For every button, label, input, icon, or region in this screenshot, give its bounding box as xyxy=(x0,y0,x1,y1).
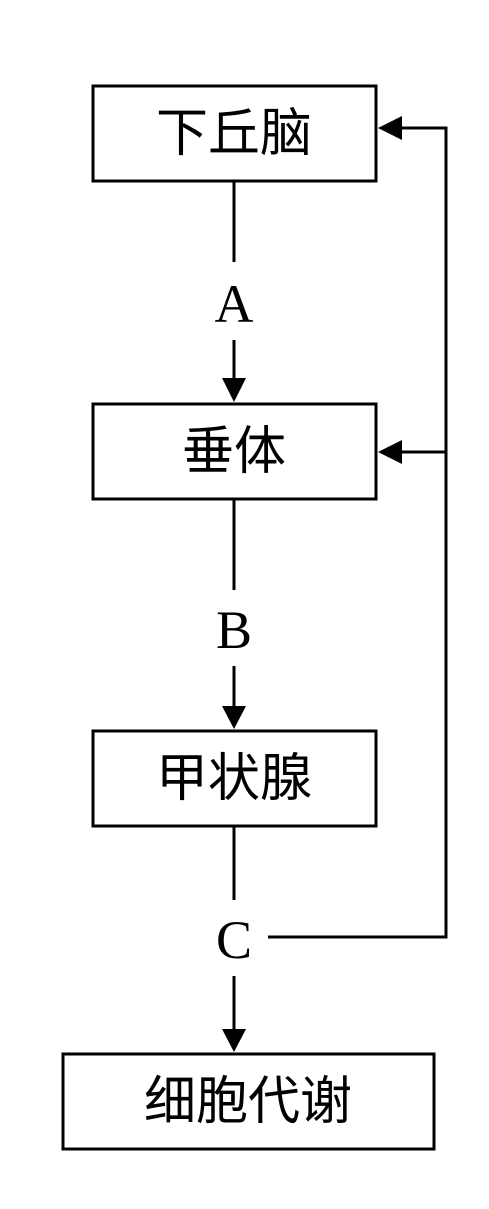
pituitary-box xyxy=(91,402,378,501)
cell-metabolism-label: 细胞代谢 xyxy=(144,1072,352,1132)
hypothalamus-box xyxy=(91,84,378,183)
hormone-b-label: B xyxy=(216,600,252,660)
thyroid-label: 甲状腺 xyxy=(156,749,312,809)
cell-metabolism-box xyxy=(61,1052,436,1151)
arrowhead-down-icon xyxy=(222,706,246,729)
feedback-line xyxy=(268,126,448,939)
hypothalamus-label: 下丘脑 xyxy=(156,104,312,164)
arrowhead-down-icon xyxy=(222,1029,246,1052)
arrowhead-left-icon xyxy=(378,116,402,140)
hormone-a-label: A xyxy=(215,274,254,334)
pituitary-label: 垂体 xyxy=(182,422,286,482)
arrowhead-left-icon xyxy=(378,440,402,464)
thyroid-box xyxy=(91,729,378,828)
hormone-c-label: C xyxy=(216,910,252,970)
arrowhead-down-icon xyxy=(222,378,246,402)
